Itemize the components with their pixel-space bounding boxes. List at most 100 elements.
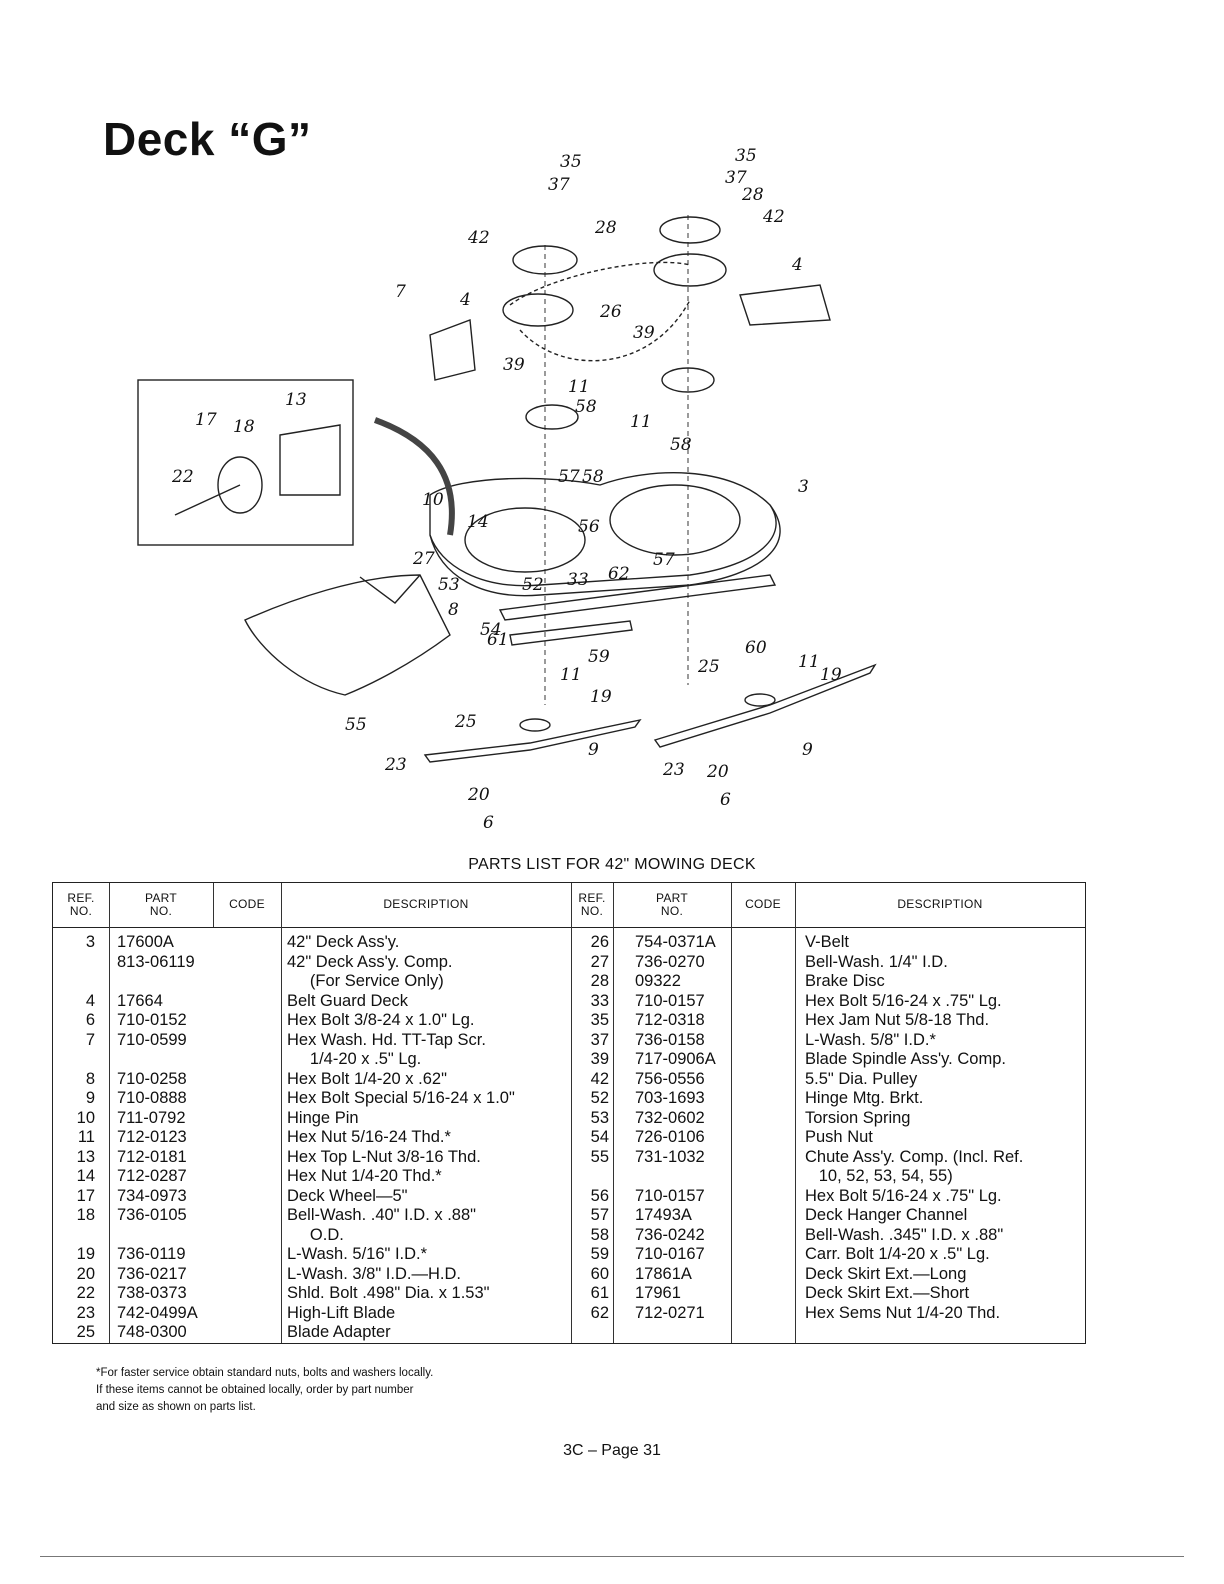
ref-cell: 62 [590,1303,609,1322]
ref-cell: 14 [76,1167,95,1185]
part-no-cell: 731-1032 [635,1147,705,1166]
header-code-2: CODE [745,897,781,912]
callout: 14 [467,512,489,532]
callout: 54 [480,620,502,640]
callout: 57 [558,467,580,487]
callout: 35 [735,146,757,166]
ref-cell: 58 [590,1225,609,1244]
header-ref-no: REF.NO. [67,890,95,918]
footnote-line: and size as shown on parts list. [96,1401,256,1413]
ref-cell: 11 [77,1128,95,1146]
callout: 4 [791,255,803,275]
description-cell: Hex Wash. Hd. TT-Tap Scr. [287,1030,486,1049]
table-row: 10, 52, 53, 54, 55) [53,1167,1083,1187]
part-no-cell: 17961 [635,1284,681,1302]
header-description: DESCRIPTION [383,897,469,912]
part-no-cell: 736-0270 [635,952,705,971]
description-cell: Hex Sems Nut 1/4-20 Thd. [805,1303,1001,1322]
description-cell: 10, 52, 53, 54, 55) [805,1167,953,1185]
ref-cell: 22 [76,1284,95,1302]
footnote-line: If these items cannot be obtained locall… [96,1384,414,1396]
ref-cell: 10 [76,1108,95,1127]
ref-cell: 4 [85,991,95,1010]
deck-skirt-long [498,574,777,621]
header-code: CODE [229,897,265,912]
description-cell: Deck Skirt Ext.—Long [805,1264,967,1283]
part-no-cell: 09322 [635,972,681,990]
callout: 19 [820,665,842,685]
callout: 23 [384,755,407,775]
part-no-cell: 710-0599 [117,1030,187,1049]
callout: 53 [438,575,460,595]
ref-cell: 57 [590,1206,609,1224]
bottom-rule [40,1556,1184,1557]
part-no-cell: 732-0602 [635,1108,705,1127]
description-cell: Bell-Wash. .345" I.D. x .88" [805,1225,1004,1244]
callout: 33 [567,570,589,590]
callout: 9 [802,740,813,760]
column-divider [213,883,214,927]
part-no-cell: 710-0157 [635,991,705,1010]
callout: 42 [467,228,490,248]
callout: 11 [798,652,820,672]
description-cell: High-Lift Blade [287,1303,396,1322]
ref-cell: 42 [590,1069,609,1088]
callout: 56 [578,517,600,537]
callout: 26 [599,302,622,322]
description-cell: Deck Skirt Ext.—Short [805,1284,970,1302]
part-no-cell: 736-0217 [117,1264,187,1283]
ref-cell: 23 [76,1303,95,1322]
callout: 25 [454,712,477,732]
callout: 23 [662,760,685,780]
column-divider [795,883,796,1343]
description-cell: Hex Bolt 3/8-24 x 1.0" Lg. [287,1011,475,1029]
deck-housing [429,472,777,587]
callout: 17 [195,410,217,430]
description-cell: Hex Bolt 1/4-20 x .62" [287,1069,447,1088]
part-no-cell: 726-0106 [635,1128,705,1146]
callout: 11 [630,412,652,432]
description-cell: Bell-Wash. 1/4" I.D. [805,952,948,971]
callout: 59 [588,647,610,667]
part-no-cell: 736-0242 [635,1225,705,1244]
column-divider [571,883,572,1343]
part-no-cell: 17861A [635,1264,692,1283]
description-cell: Push Nut [805,1128,873,1146]
part-no-cell: 738-0373 [117,1284,187,1302]
description-cell: 5.5" Dia. Pulley [805,1069,918,1088]
ref-cell: 37 [590,1030,609,1049]
callout: 52 [522,575,544,595]
part-no-cell: 712-0318 [635,1011,705,1029]
callout: 60 [745,638,767,658]
table-row: O.D. [53,1226,1083,1246]
callout: 28 [594,218,617,238]
callout: 3 [798,477,809,497]
callout: 13 [285,390,307,410]
description-cell: Torsion Spring [805,1108,911,1127]
table-row: 58 736-0242 Bell-Wash. .345" I.D. x .88" [53,1226,1083,1246]
description-cell: Deck Hanger Channel [805,1206,968,1224]
callout: 58 [670,435,692,455]
ref-cell: 33 [590,991,609,1010]
description-cell: L-Wash. 5/16" I.D.* [287,1245,428,1263]
callout: 37 [725,168,747,188]
